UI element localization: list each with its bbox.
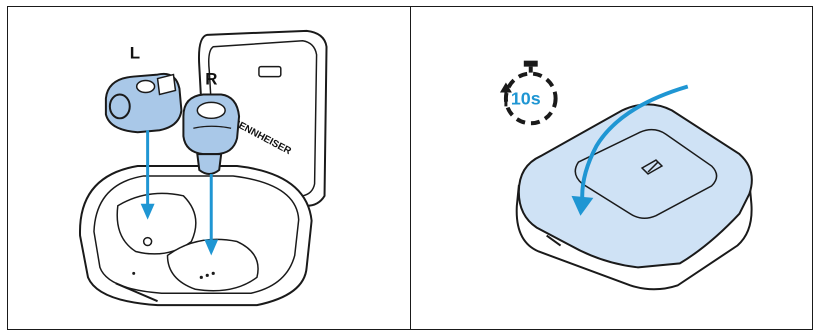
label-right: R — [205, 70, 217, 89]
close-lid-illustration: 10s — [411, 7, 813, 329]
insert-earbuds-illustration: SENNHEISER L — [8, 7, 410, 329]
label-left: L — [130, 44, 140, 63]
panel-close-lid: 10s — [410, 7, 813, 329]
left-earbud — [106, 74, 182, 132]
case-base — [80, 166, 312, 305]
instruction-frame: SENNHEISER L — [7, 6, 813, 330]
timer-text: 10s — [510, 88, 540, 108]
case-closed — [516, 104, 751, 289]
panel-insert-earbuds: SENNHEISER L — [8, 7, 410, 329]
